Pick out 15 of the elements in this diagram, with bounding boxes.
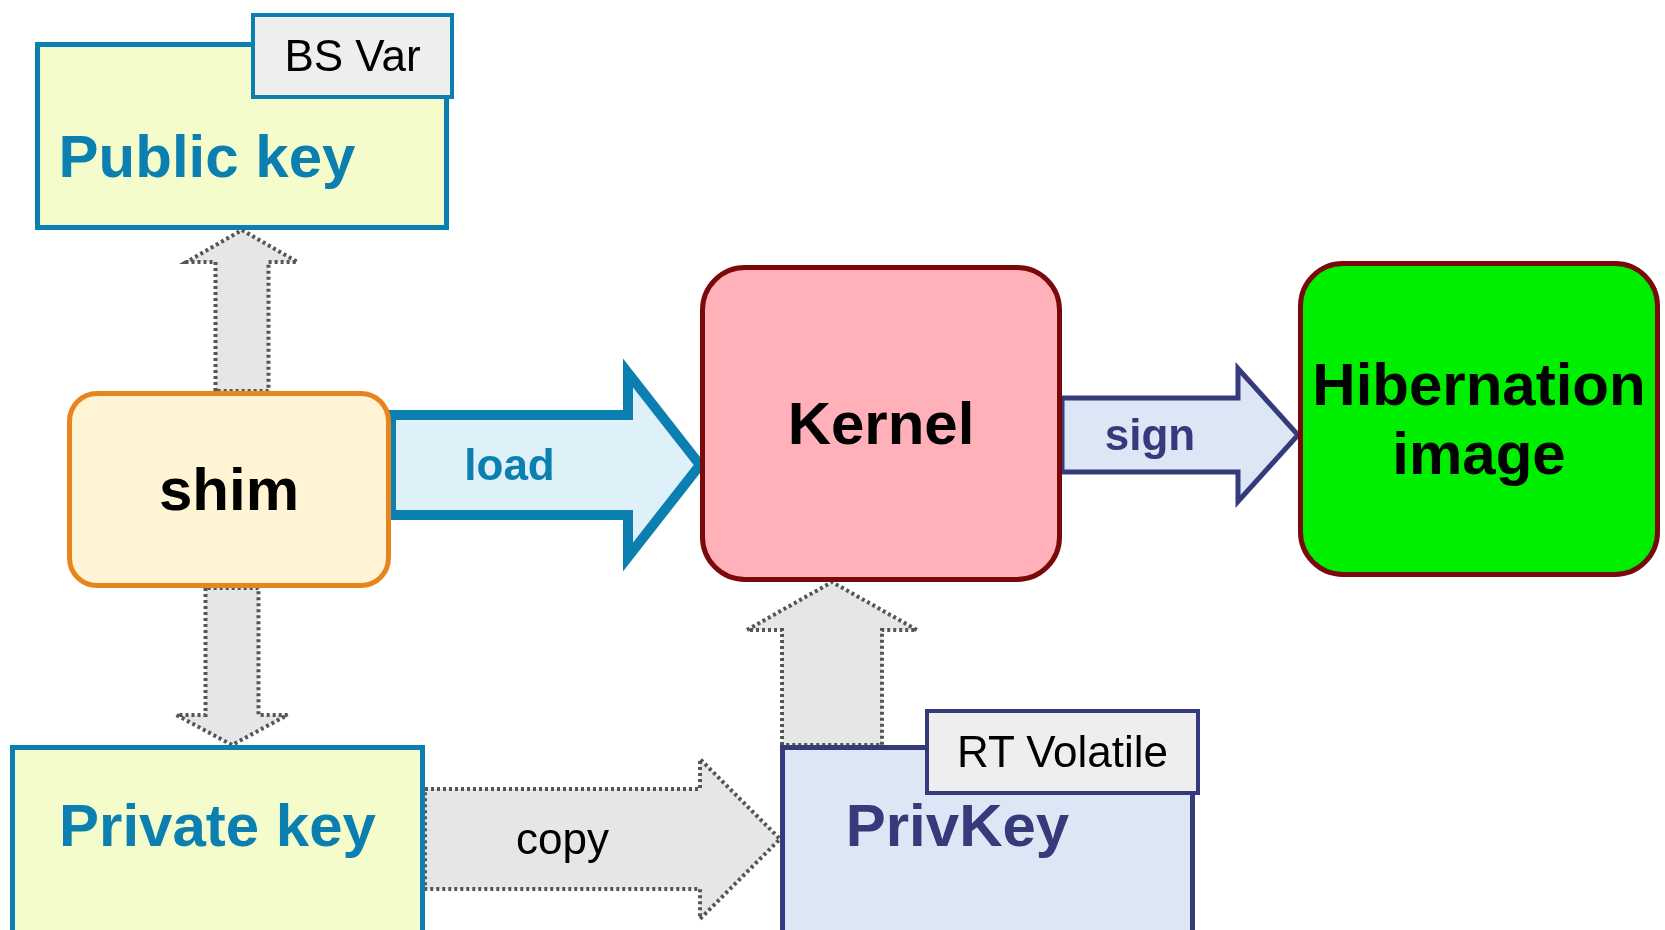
edge-label: sign <box>1104 410 1196 460</box>
edge-label: copy <box>516 814 609 864</box>
folder-box <box>10 745 425 930</box>
node-title: Private key <box>59 790 376 860</box>
node-title: Public key <box>58 121 356 191</box>
tag-label: RT Volatile <box>925 709 1200 795</box>
rounded-box <box>1298 261 1660 577</box>
rounded-box <box>67 391 391 588</box>
node-title: Kernel <box>787 389 975 458</box>
node-title: shim <box>158 455 299 524</box>
block-arrow <box>174 586 290 748</box>
edge-label: load <box>464 440 555 490</box>
node-title: Hibernation image <box>1311 350 1647 488</box>
rounded-box <box>700 265 1062 582</box>
tag-label: BS Var <box>251 13 454 99</box>
